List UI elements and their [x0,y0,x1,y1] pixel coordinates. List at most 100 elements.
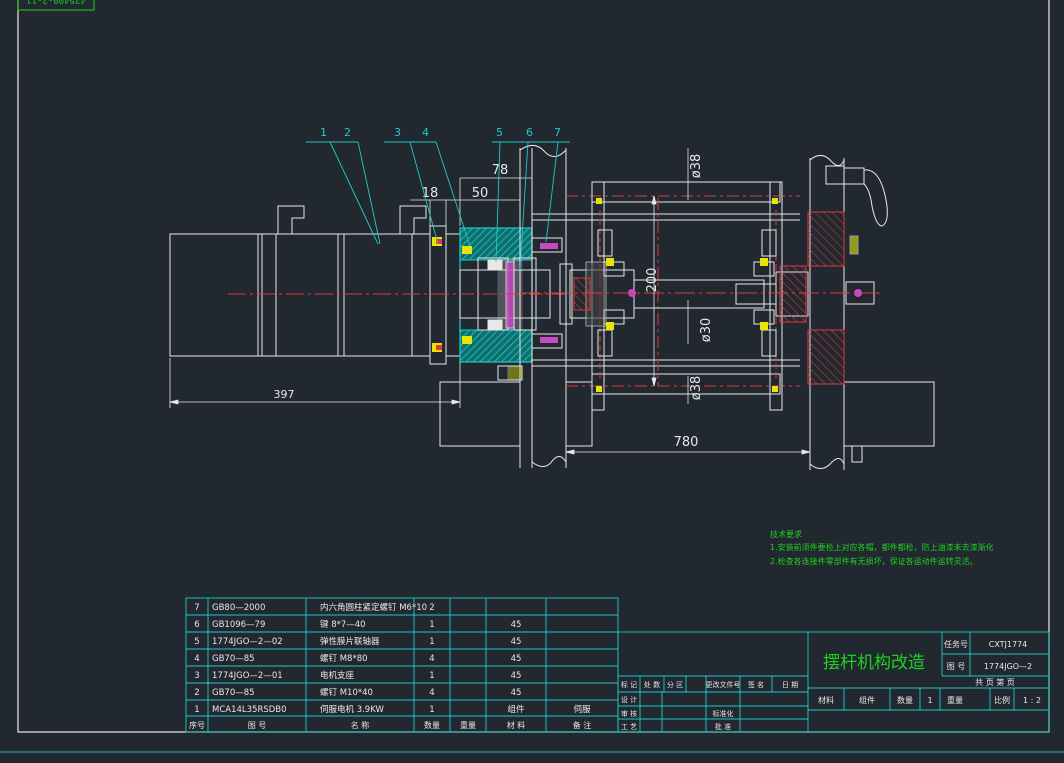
rev-header-mark: 标 记 [621,680,637,689]
servo-motor [169,205,470,365]
coupling [459,257,566,331]
dim-d38-bottom: ø38 [689,376,704,401]
bom-cell-name: 螺钉 M8*80 [320,653,368,664]
dim-397: 397 [274,388,295,401]
balloon-2: 2 [344,126,351,139]
dimension-texts: 397 18 50 78 200 ø38 ø30 ø38 780 [274,154,715,450]
rev-header-sign: 签 名 [748,680,764,689]
weight-label: 重量 [947,695,963,705]
dim-780: 780 [674,435,699,450]
bom-cell-qty: 1 [429,705,434,715]
bom-cell-no: 7 [194,603,199,613]
bom-cell-qty: 1 [429,671,434,681]
part-balloons: 1 2 3 4 5 6 7 [320,126,561,139]
qty-label: 数量 [897,695,913,705]
bom-cell-no: 6 [194,620,199,630]
bom-cell-no: 1 [194,705,199,715]
bom-cell-code: MCA14L35RSDB0 [212,705,287,715]
bom-cell-no: 3 [194,671,199,681]
balloon-5: 5 [496,126,503,139]
wall-plates [439,145,935,470]
sheet-label: 425400-2-11 [26,0,85,5]
bom-cell-material: 45 [511,654,522,664]
dim-18: 18 [422,186,439,201]
rev-header-zone: 分 区 [667,680,683,689]
approve-label: 批 准 [715,722,731,731]
bom-cell-qty: 1 [429,620,434,630]
task-value: CXTJ1774 [989,640,1028,649]
sign-review: 审 核 [621,709,637,718]
balloon-6: 6 [526,126,533,139]
bom-table [185,597,619,733]
bom-cell-qty: 1 [429,637,434,647]
dim-d38-top: ø38 [689,154,704,179]
bom-cell-name: 弹性膜片联轴器 [320,636,380,647]
drawing-number-value: 1774JGO—2 [984,662,1032,671]
bom-cell-name: 内六角圆柱紧定螺钉 M6*10 [320,602,427,613]
bom-cell-remark: 伺服 [573,704,591,715]
bom-cell-code: GB70—85 [212,654,255,664]
standardization-label: 标准化 [713,709,734,718]
bom-header-no: 序号 [189,720,205,730]
task-label: 任务号 [944,639,968,649]
material-label: 材料 [818,695,834,705]
dim-200: 200 [645,268,660,293]
sign-design: 设 计 [621,695,637,704]
bom-cell-code: 1774JGO—2—02 [212,637,283,647]
bom-cell-code: 1774JGO—2—01 [212,671,283,681]
qty-value: 1 [927,696,932,705]
leader-lines [306,141,570,271]
balloon-4: 4 [422,126,429,139]
sheet-count: 共 页 第 页 [975,677,1015,687]
rev-header-date: 日 期 [782,681,798,689]
bom-cell-material: 45 [511,620,522,630]
dim-d30: ø30 [699,318,714,343]
bom-cell-no: 4 [194,654,199,664]
rev-header-file: 更改文件号 [706,680,741,689]
drawing-title: 摆杆机构改造 [823,653,925,673]
bom-cell-qty: 2 [429,603,434,613]
bom-cell-name: 螺钉 M10*40 [320,687,373,698]
rev-header-count: 处 数 [644,680,660,689]
scale-label: 比例 [994,695,1010,705]
bom-cell-qty: 4 [429,688,434,698]
dimension-lines [169,148,811,455]
bom-cell-no: 2 [194,688,199,698]
bom-cell-material: 45 [511,688,522,698]
bom-cell-name: 电机支座 [320,670,355,681]
sign-process: 工 艺 [621,723,637,731]
technical-notes: 技术要求 1.安装前须件要检上对应各帽，都件都检，防上油漆未去漆渐化 2.检查各… [770,529,994,566]
bom-cell-name: 伺服电机 3.9KW [320,704,384,715]
bom-header-name: 名 称 [351,720,370,730]
notes-line-2: 2.检查各连接件零部件有无损坏，保证各运动件运转灵活。 [770,556,978,566]
bom-cell-qty: 4 [429,654,434,664]
balloon-7: 7 [554,126,561,139]
title-block [617,631,1050,733]
dim-50: 50 [472,186,489,201]
balloon-3: 3 [394,126,401,139]
swing-rod-assembly [520,181,880,411]
bom-cell-no: 5 [194,637,199,647]
bom-header-code: 图 号 [248,721,267,730]
rod-markers [596,198,778,392]
bom-cell-material: 45 [511,671,522,681]
bom-cell-code: GB70—85 [212,688,255,698]
bom-cell-material: 45 [511,637,522,647]
title-block-text: 摆杆机构改造 任务号 CXTJ1774 图 号 1774JGO—2 共 页 第 … [621,639,1041,731]
bom-cell-material: 组件 [507,704,525,715]
dim-78: 78 [492,163,509,178]
bom-cell-code: GB1096—79 [212,620,265,630]
bom-header-material: 材 料 [507,720,526,730]
clamp-handle [825,165,888,463]
material-value: 组件 [859,695,875,705]
balloon-1: 1 [320,126,327,139]
drawing-number-label: 图 号 [947,662,966,671]
bom-cell-code: GB80—2000 [212,603,265,613]
bom-header-weight: 重量 [460,720,476,730]
bom-header-qty: 数量 [424,720,440,730]
notes-title: 技术要求 [770,529,802,539]
bom-cell-name: 键 8*7—40 [320,619,366,630]
bom-header-remark: 备 注 [573,720,592,730]
